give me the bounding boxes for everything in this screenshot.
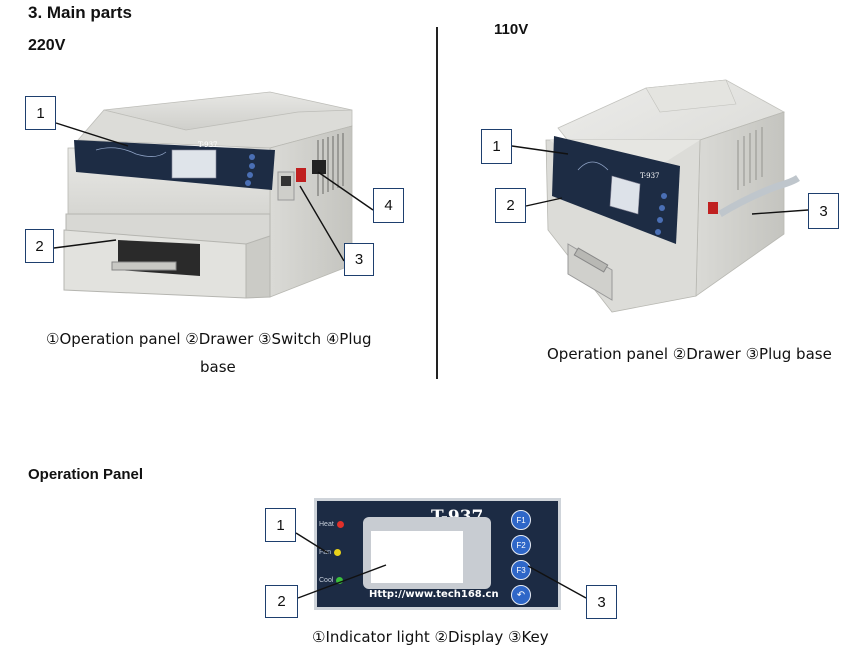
indicator-fan: Fan xyxy=(319,549,342,556)
lcd-screen xyxy=(371,531,463,583)
callout-2-panel: 2 xyxy=(265,585,298,618)
right-heading-110v: 110V xyxy=(494,21,529,38)
caption-110v: Operation panel ②Drawer ③Plug base xyxy=(547,345,832,363)
callout-1-220v: 1 xyxy=(25,96,56,130)
indicator-fan-label: Fan xyxy=(319,549,332,556)
callout-3-110v: 3 xyxy=(808,193,839,229)
operation-panel-heading: Operation Panel xyxy=(28,466,144,483)
caption-panel: ①Indicator light ②Display ③Key xyxy=(312,628,549,646)
indicator-cool: Cool xyxy=(319,577,344,584)
callout-2-220v: 2 xyxy=(25,229,54,263)
callout-3-220v: 3 xyxy=(344,243,374,276)
caption-220v-line2: base xyxy=(200,358,236,376)
left-heading-220v: 220V xyxy=(28,37,66,54)
column-divider xyxy=(436,27,438,379)
section-title: 3. Main parts xyxy=(28,3,132,22)
svg-text:T-937: T-937 xyxy=(198,141,218,149)
key-f2-button[interactable]: F2 xyxy=(511,535,531,555)
key-f3-button[interactable]: F3 xyxy=(511,560,531,580)
heat-light-icon xyxy=(336,521,344,528)
cool-light-icon xyxy=(336,577,344,584)
svg-text:T-937: T-937 xyxy=(640,172,660,180)
callout-1-110v: 1 xyxy=(481,129,512,164)
indicator-heat: Heat xyxy=(319,521,344,528)
callout-4-220v: 4 xyxy=(373,188,404,223)
key-back-button[interactable]: ↶ xyxy=(511,585,531,605)
lcd-display xyxy=(363,517,491,589)
url-label: Http://www.tech168.cn xyxy=(369,589,499,600)
caption-220v-line1: ①Operation panel ②Drawer ③Switch ④Plug xyxy=(46,330,372,348)
callout-1-panel: 1 xyxy=(265,508,296,542)
fan-light-icon xyxy=(334,549,342,556)
key-f1-button[interactable]: F1 xyxy=(511,510,531,530)
callout-2-110v: 2 xyxy=(495,188,526,223)
indicator-cool-label: Cool xyxy=(319,577,334,584)
callout-3-panel: 3 xyxy=(586,585,617,619)
indicator-heat-label: Heat xyxy=(319,521,334,528)
operation-panel-closeup: T-937 Http://www.tech168.cn Heat Fan Coo… xyxy=(314,498,561,610)
